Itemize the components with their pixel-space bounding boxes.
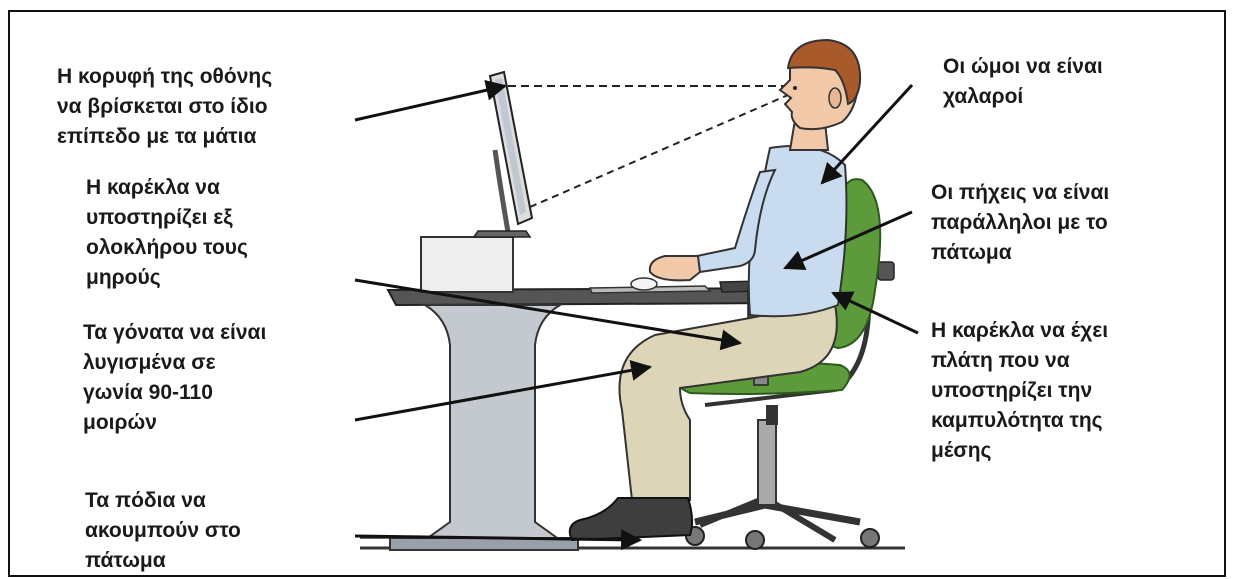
- monitor: [474, 72, 532, 237]
- label-knees: Τα γόνατα να είναι λυγισμένα σε γωνία 90…: [83, 318, 266, 438]
- label-shoulders: Οι ώμοι να είναι χαλαροί: [943, 52, 1103, 112]
- computer-case: [421, 237, 513, 292]
- label-screen-top: Η κορυφή της οθόνης να βρίσκεται στο ίδι…: [57, 62, 272, 152]
- label-forearms: Οι πήχεις να είναι παράλληλοι με το πάτω…: [931, 178, 1109, 268]
- label-feet: Τα πόδια να ακουμπούν στο πάτωμα: [85, 486, 241, 576]
- sight-lines: [508, 86, 788, 207]
- label-backrest: Η καρέκλα να έχει πλάτη που να υποστηρίζ…: [931, 316, 1108, 466]
- label-chair-thighs: Η καρέκλα να υποστηρίζει εξ ολοκλήρου το…: [86, 173, 248, 293]
- mouse: [631, 278, 657, 290]
